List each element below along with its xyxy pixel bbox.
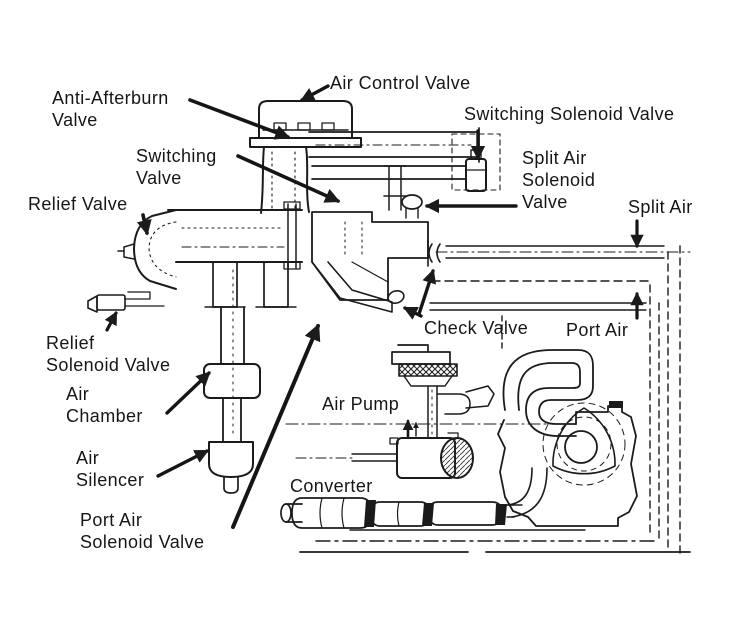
air-pump-part bbox=[285, 423, 561, 479]
label-air-control-valve: Air Control Valve bbox=[330, 72, 471, 94]
label-port-air: Port Air bbox=[566, 319, 628, 341]
label-line: Split Air bbox=[628, 197, 693, 217]
label-relief-valve: Relief Valve bbox=[28, 193, 128, 215]
arrow-relief-solenoid-valve bbox=[104, 311, 118, 332]
label-line: Relief Valve bbox=[28, 194, 128, 214]
label-line: Air bbox=[76, 448, 100, 468]
label-line: Switching bbox=[136, 146, 217, 166]
label-line: Chamber bbox=[66, 406, 143, 426]
arrow-port-air-solenoid-valve bbox=[231, 323, 321, 529]
relief-solenoid-valve-part bbox=[87, 291, 165, 313]
label-line: Silencer bbox=[76, 470, 145, 490]
arrow-air-chamber bbox=[165, 371, 211, 415]
switching-solenoid-valve-part bbox=[451, 133, 501, 192]
acv-outlet-pipes bbox=[308, 127, 480, 185]
arrow-switching-valve bbox=[236, 154, 341, 203]
engine-part bbox=[497, 349, 638, 527]
label-switching-solenoid-valve: Switching Solenoid Valve bbox=[464, 103, 674, 125]
label-line: Check Valve bbox=[424, 318, 529, 338]
label-line: Port Air bbox=[80, 510, 143, 530]
arrow-check-valve-upper bbox=[417, 268, 437, 316]
label-line: Valve bbox=[52, 110, 98, 130]
arrow-anti-afterburn-valve bbox=[188, 98, 291, 140]
air-silencer-part bbox=[208, 441, 254, 494]
label-line: Solenoid Valve bbox=[46, 355, 171, 375]
label-line: Switching Solenoid Valve bbox=[464, 104, 675, 124]
split-air-pipe bbox=[435, 245, 691, 557]
label-line: Relief bbox=[46, 333, 95, 353]
arrow-check-valve-lower bbox=[402, 306, 423, 320]
relief-valve-body bbox=[117, 201, 303, 308]
label-line: Solenoid Valve bbox=[80, 532, 205, 552]
label-line: Anti-Afterburn bbox=[52, 88, 169, 108]
label-check-valve: Check Valve bbox=[424, 317, 528, 339]
arrow-air-silencer bbox=[156, 449, 210, 478]
converter-part bbox=[280, 497, 523, 529]
label-line: Solenoid bbox=[522, 170, 596, 190]
label-line: Air bbox=[66, 384, 90, 404]
bottom-lines bbox=[299, 529, 691, 553]
arrow-relief-valve bbox=[136, 213, 152, 236]
label-line: Split Air bbox=[522, 148, 587, 168]
label-line: Valve bbox=[522, 192, 568, 212]
label-split-air: Split Air bbox=[628, 196, 693, 218]
air-cleaner-part bbox=[391, 344, 495, 439]
port-air-pipe bbox=[429, 280, 660, 542]
label-line: Air Control Valve bbox=[330, 73, 471, 93]
label-line: Converter bbox=[290, 476, 373, 496]
label-line: Air Pump bbox=[322, 394, 400, 414]
label-converter: Converter bbox=[290, 475, 373, 497]
arrow-air-control-valve bbox=[299, 84, 330, 102]
label-line: Port Air bbox=[566, 320, 629, 340]
check-valve-parts bbox=[387, 239, 441, 305]
switching-valve-part bbox=[311, 165, 429, 313]
callout-arrows bbox=[104, 84, 644, 529]
label-air-pump: Air Pump bbox=[322, 393, 399, 415]
label-line: Valve bbox=[136, 168, 182, 188]
